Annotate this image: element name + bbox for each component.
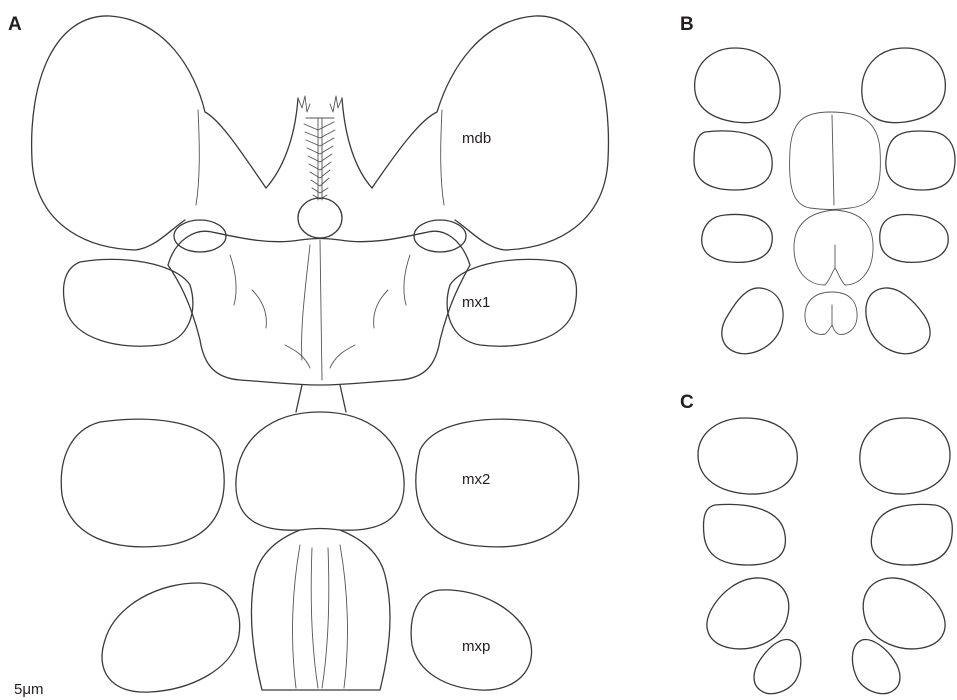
mx2-central [236, 412, 404, 530]
panel-c [698, 418, 952, 694]
c-right-plate-2 [871, 504, 952, 565]
c-right-plate-4 [852, 640, 900, 694]
c-right-plate-1 [860, 418, 950, 494]
mxp-central [251, 530, 390, 690]
panel-label-b: B [680, 14, 694, 35]
left-incisor [266, 98, 298, 188]
left-mx2-plate [61, 419, 224, 547]
left-mandible [32, 16, 266, 250]
b-left-plate-2 [694, 131, 772, 190]
left-mandible-ridge [196, 110, 199, 205]
mx-neck [296, 385, 346, 412]
label-mdb: mdb [462, 130, 491, 147]
left-incisor-teeth [298, 96, 310, 112]
right-incisor-teeth [330, 96, 342, 112]
right-mx2-plate [416, 419, 579, 547]
b-center-2 [794, 210, 873, 285]
lacinia-column [304, 118, 335, 200]
right-mandible-ridge [441, 110, 444, 205]
b-left-plate-4 [722, 288, 783, 354]
left-mxp-plate [102, 583, 240, 692]
right-incisor [342, 98, 372, 188]
b-center-1 [790, 112, 881, 210]
b-left-plate-1 [695, 48, 781, 123]
b-right-plate-3 [880, 214, 948, 262]
label-mxp: mxp [462, 638, 490, 655]
c-left-plate-1 [698, 418, 797, 494]
b-left-plate-3 [702, 214, 773, 262]
label-mx1: mx1 [462, 294, 490, 311]
scale-bar-label: 5μm [14, 681, 43, 698]
b-center-3 [805, 292, 857, 334]
c-left-plate-4 [754, 640, 801, 694]
mx1-body [168, 231, 470, 385]
c-left-plate-3 [707, 578, 789, 649]
b-right-plate-4 [866, 288, 930, 354]
c-left-plate-2 [703, 504, 785, 565]
c-right-plate-3 [863, 578, 945, 649]
panel-label-c: C [680, 392, 694, 413]
panel-a [32, 16, 609, 692]
label-mx2: mx2 [462, 471, 490, 488]
b-right-plate-1 [862, 48, 946, 123]
panel-b [694, 48, 955, 354]
labrum-knob [298, 198, 342, 238]
panel-label-a: A [8, 14, 22, 35]
b-right-plate-2 [886, 131, 955, 190]
